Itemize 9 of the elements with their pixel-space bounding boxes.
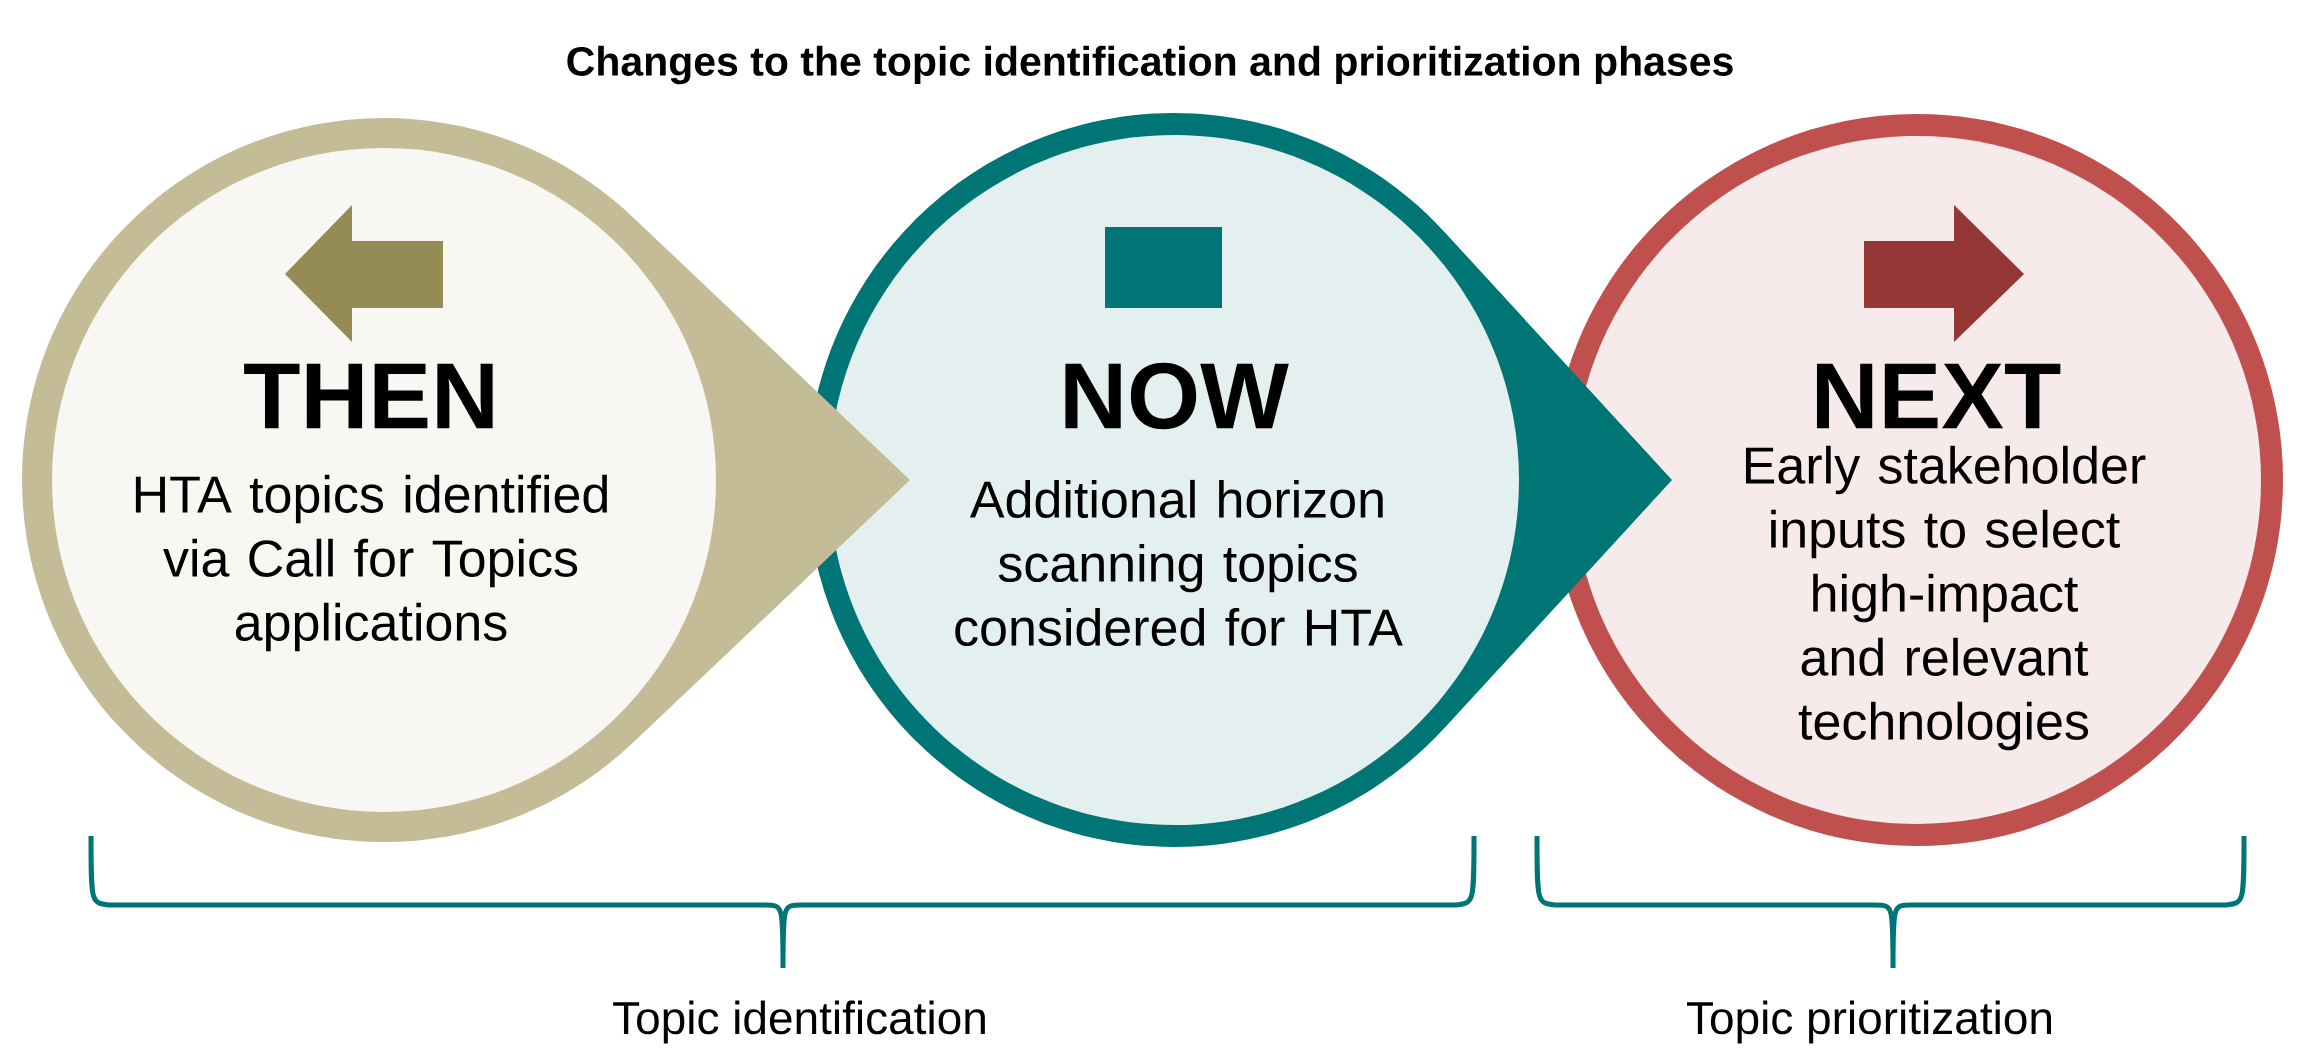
bracket-label: Topic prioritization [1686,1000,2051,1044]
description: Additional horizon scanning topics considered for HTA [955,479,1403,647]
description: HTA topics identified via Call for Topics applications [135,474,607,652]
heading: THEN [244,363,493,429]
bracket-label: Topic identification [613,1000,985,1044]
title: Changes to the topic identification and prioritization phases [567,45,1733,85]
description: Early stakeholder inputs to select high-impact and relevant technologies [1745,445,2146,751]
heading: NEXT [1816,363,2061,429]
heading: NOW [1065,362,1289,430]
